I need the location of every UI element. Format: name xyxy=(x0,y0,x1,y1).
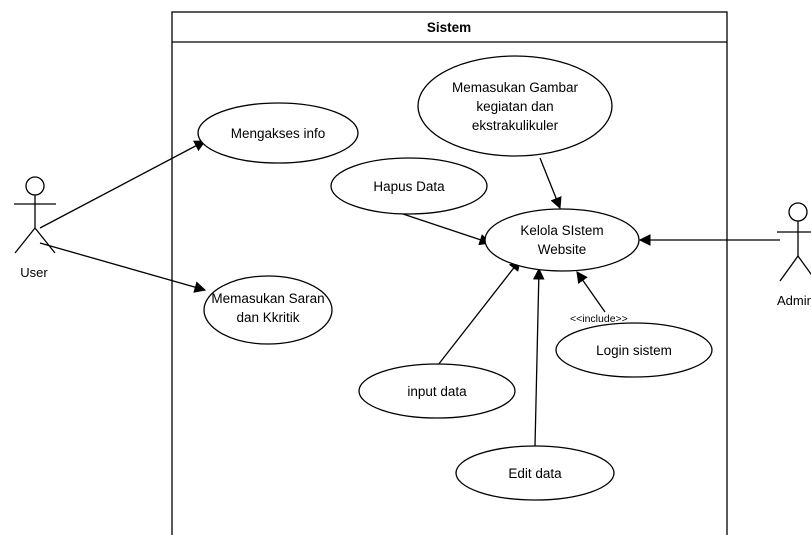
use-case-label: ekstrakulikuler xyxy=(472,118,559,133)
use-case-memasukan-saran[interactable]: Memasukan Saran dan Kkritik xyxy=(203,275,333,345)
use-case-memasukan-gambar[interactable]: Memasukan Gambar kegiatan dan ekstrakuli… xyxy=(417,55,613,157)
stick-figure-icon xyxy=(14,176,56,254)
edge-user-mengakses-info xyxy=(39,140,207,229)
actor-user[interactable]: User xyxy=(14,176,56,280)
edge-user-memasukan-saran xyxy=(39,242,207,293)
relations: <<include>> xyxy=(39,140,780,447)
actor-admin-label: Admin xyxy=(777,293,811,308)
use-case-edit-data[interactable]: Edit data xyxy=(455,445,615,501)
edge-input-kelola xyxy=(437,259,521,366)
edge-gambar-kelola xyxy=(539,157,562,210)
use-case-label: Edit data xyxy=(508,466,562,481)
use-case-hapus-data[interactable]: Hapus Data xyxy=(330,157,488,215)
use-case-label: Mengakses info xyxy=(231,126,326,141)
use-case-mengakses-info[interactable]: Mengakses info xyxy=(197,102,359,164)
edge-edit-kelola xyxy=(532,267,545,447)
use-case-login-sistem[interactable]: Login sistem xyxy=(555,322,713,378)
use-case-label: input data xyxy=(407,384,467,399)
use-case-label: kegiatan dan xyxy=(476,99,553,114)
use-case-input-data[interactable]: input data xyxy=(358,363,516,419)
include-label: <<include>> xyxy=(570,313,628,325)
system-title: Sistem xyxy=(427,20,471,35)
edge-login-include-kelola xyxy=(576,271,606,313)
use-case-label: Memasukan Saran xyxy=(211,291,324,306)
use-case-label: Login sistem xyxy=(596,343,672,358)
stick-figure-icon xyxy=(777,202,811,282)
use-case-label: Kelola SIstem xyxy=(520,223,603,238)
use-case-label: Memasukan Gambar xyxy=(452,80,579,95)
use-case-label: Website xyxy=(538,242,587,257)
actor-user-label: User xyxy=(20,265,48,280)
edge-hapus-kelola xyxy=(399,212,492,246)
actor-admin[interactable]: Admin xyxy=(777,202,811,308)
use-case-label: Hapus Data xyxy=(373,179,445,194)
use-case-label: dan Kkritik xyxy=(236,310,299,325)
use-case-kelola-sistem[interactable]: Kelola SIstem Website xyxy=(484,208,640,272)
